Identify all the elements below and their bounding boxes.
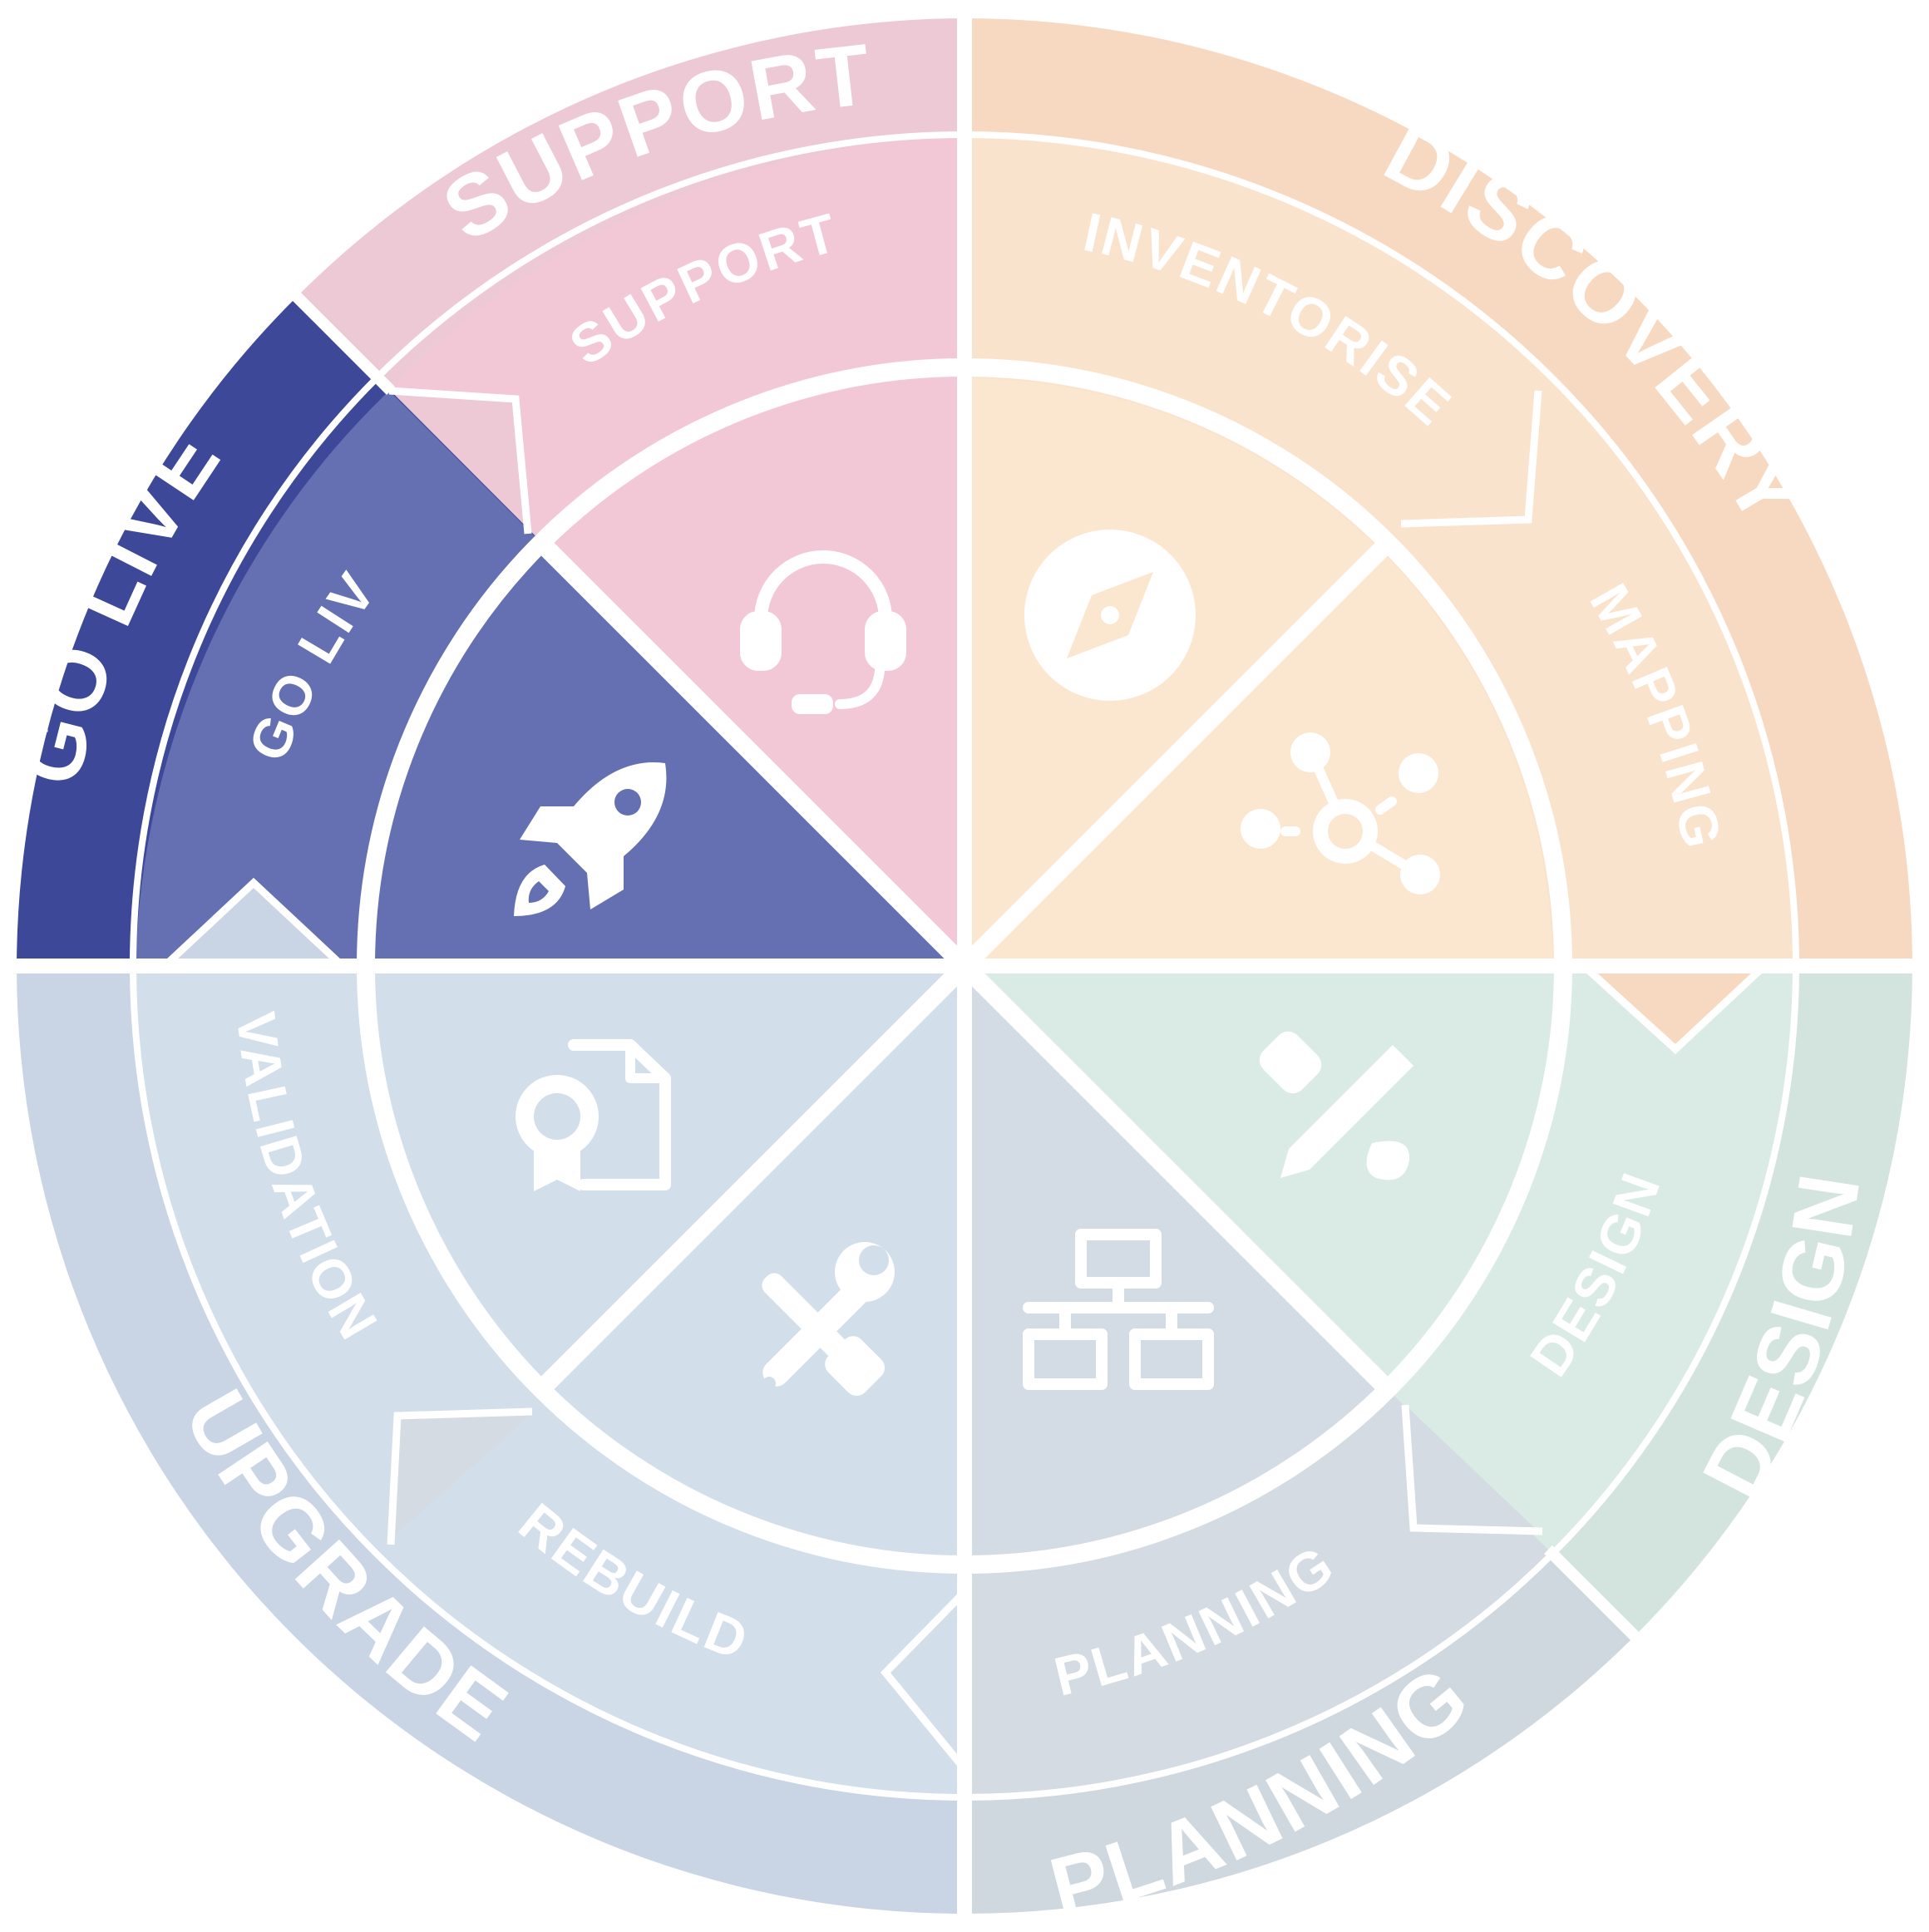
- golive-notch: [166, 883, 343, 966]
- inner-segment-planning: [964, 966, 1380, 1555]
- pencil-brush-icon: [1259, 1031, 1413, 1180]
- inner-segment-rebuild: [549, 966, 964, 1554]
- compass-icon: [1024, 530, 1196, 701]
- certificate-icon: [516, 1039, 671, 1191]
- upgrade-notch: [389, 1413, 532, 1540]
- design-notch: [1584, 966, 1763, 1049]
- headset-icon: [740, 550, 906, 714]
- mid-segment-support: [389, 137, 964, 966]
- sitemap-icon: [1023, 1229, 1214, 1390]
- inner-segment-support: [549, 377, 964, 966]
- planning-notch: [886, 1592, 964, 1771]
- network-icon: [1241, 732, 1440, 895]
- planning-design-notch: [1405, 1405, 1538, 1531]
- discovery-notch: [1404, 391, 1530, 520]
- tools-icon: [762, 1242, 895, 1397]
- rocket-icon: [514, 762, 667, 916]
- inner-segment-golive: [376, 550, 964, 966]
